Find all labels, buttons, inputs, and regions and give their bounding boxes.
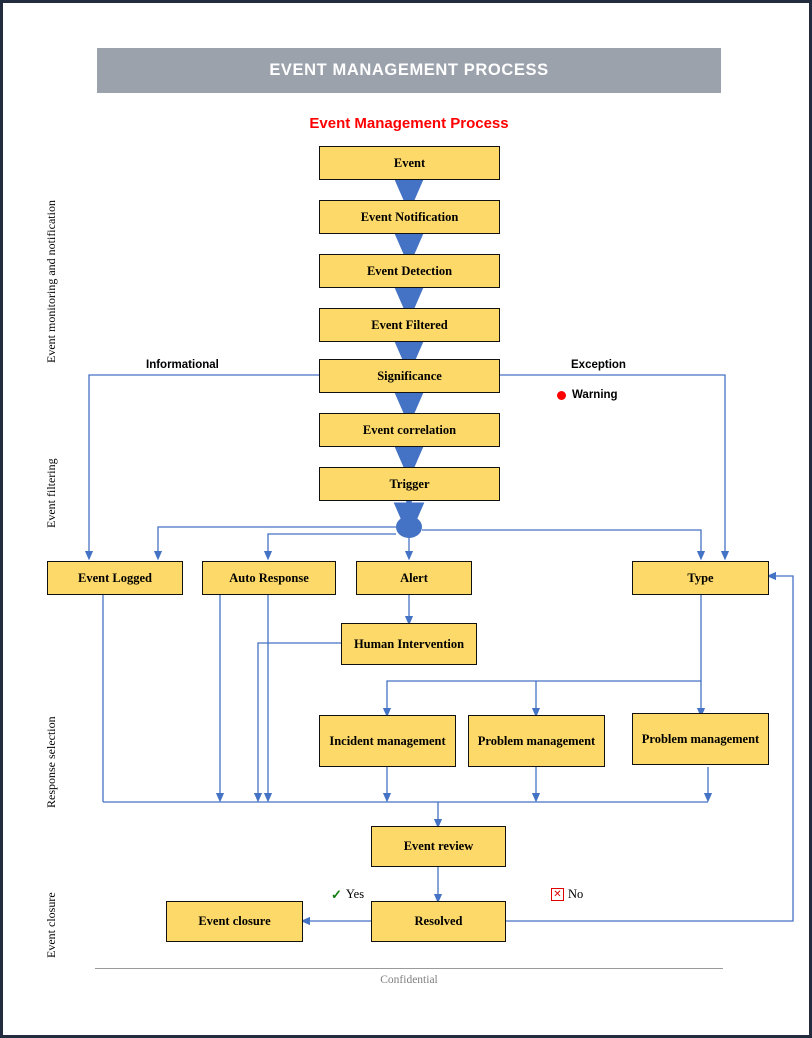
node-event-filtered[interactable]: Event Filtered	[319, 308, 500, 342]
node-event-logged[interactable]: Event Logged	[47, 561, 183, 595]
node-event-notification[interactable]: Event Notification	[319, 200, 500, 234]
node-auto-response[interactable]: Auto Response	[202, 561, 336, 595]
edge-label-exception: Exception	[571, 359, 626, 371]
node-event[interactable]: Event	[319, 146, 500, 180]
legend-warning-label: Warning	[572, 389, 618, 401]
header-banner: EVENT MANAGEMENT PROCESS	[97, 48, 721, 93]
node-resolved[interactable]: Resolved	[371, 901, 506, 942]
node-alert[interactable]: Alert	[356, 561, 472, 595]
band-label-response-selection: Response selection	[44, 716, 58, 808]
banner-title: EVENT MANAGEMENT PROCESS	[269, 61, 549, 79]
band-label-event-monitoring: Event monitoring and notification	[44, 200, 58, 363]
no-label: No	[568, 887, 584, 901]
edge-label-informational: Informational	[146, 359, 219, 371]
edge-label-yes: ✓ Yes	[331, 887, 364, 902]
node-problem-management-2[interactable]: Problem management	[632, 713, 769, 765]
footer-label: Confidential	[380, 974, 438, 986]
node-event-review[interactable]: Event review	[371, 826, 506, 867]
band-label-event-filtering: Event filtering	[44, 458, 58, 528]
node-problem-management-1[interactable]: Problem management	[468, 715, 605, 767]
legend-warning: Warning	[557, 389, 618, 401]
footer-divider	[95, 968, 723, 969]
node-significance[interactable]: Significance	[319, 359, 500, 393]
node-trigger[interactable]: Trigger	[319, 467, 500, 501]
yes-label: Yes	[345, 887, 365, 901]
node-type[interactable]: Type	[632, 561, 769, 595]
node-incident-management[interactable]: Incident management	[319, 715, 456, 767]
node-event-closure[interactable]: Event closure	[166, 901, 303, 942]
node-event-correlation[interactable]: Event correlation	[319, 413, 500, 447]
check-icon: ✓	[331, 887, 342, 902]
node-event-detection[interactable]: Event Detection	[319, 254, 500, 288]
warning-dot-icon	[557, 390, 566, 400]
flow-connectors-layer	[84, 177, 794, 926]
x-box-icon: ✕	[551, 888, 564, 901]
node-human-intervention[interactable]: Human Intervention	[341, 623, 477, 665]
band-label-event-closure: Event closure	[44, 892, 58, 958]
diagram-title: Event Management Process	[309, 115, 509, 132]
edge-label-no: ✕ No	[551, 887, 583, 902]
